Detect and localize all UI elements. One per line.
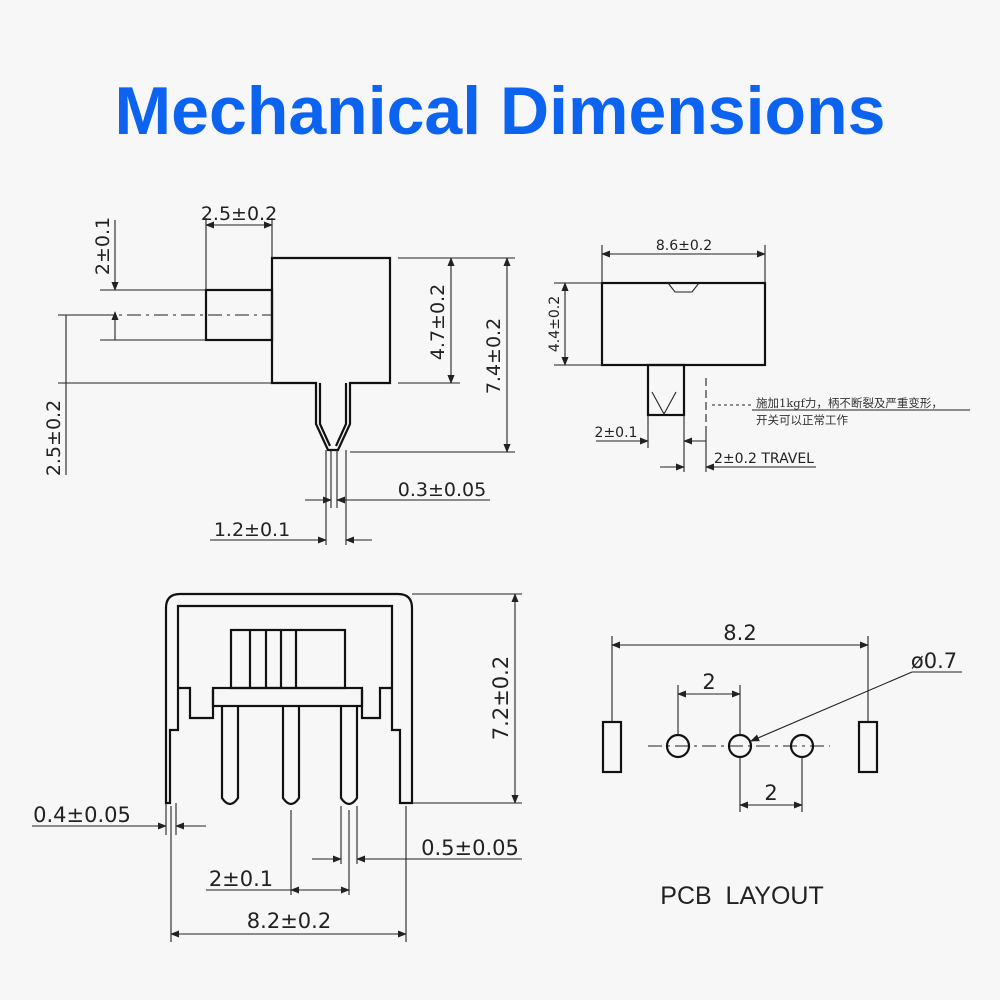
- dim-leg-thickness: 0.4±0.05: [33, 803, 131, 827]
- front-notch: [667, 282, 700, 293]
- front-view: 8.6±0.2 4.4±0.2 2±0.1 2±0.2 TRAVEL 施加1kg…: [547, 238, 970, 472]
- pcb-slot-left: [601, 720, 623, 774]
- front-actuator-v: [651, 391, 677, 416]
- side-view: 2.5±0.2 2±0.1 2.5±0.2 4.7±0.2 7.4±0.2: [43, 203, 515, 545]
- page-title: Mechanical Dimensions: [114, 73, 886, 149]
- side-body-outline: [270, 256, 392, 452]
- pcb-dim-pitch-bottom: 2: [764, 781, 777, 805]
- dim-pin-thickness-bottom: 0.5±0.05: [421, 836, 519, 860]
- bottom-view: 7.2±0.2 0.4±0.05 0.5±0.05 2±0.1: [32, 592, 522, 942]
- pin-1: [220, 706, 240, 806]
- dim-total-height: 7.4±0.2: [483, 318, 505, 394]
- dim-front-width: 8.6±0.2: [656, 238, 712, 254]
- shell-frame: [164, 592, 414, 805]
- dim-travel: 2±0.2 TRAVEL: [714, 451, 814, 467]
- dim-left-top: 2±0.1: [92, 217, 114, 275]
- pin-3: [339, 706, 359, 806]
- pcb-layout-label: PCB LAYOUT: [660, 882, 823, 910]
- pin-2: [281, 706, 301, 806]
- pcb-layout: 8.2 2 2 ø0.7 PCB LAYOUT: [601, 621, 962, 910]
- dim-actuator-width: 2±0.1: [595, 425, 638, 441]
- base-plate: [211, 686, 364, 708]
- dim-front-height: 4.4±0.2: [547, 296, 563, 352]
- dim-top-width: 2.5±0.2: [201, 203, 277, 225]
- dim-left-bottom: 2.5±0.2: [43, 400, 65, 476]
- dim-bottom-height: 7.2±0.2: [489, 656, 513, 740]
- front-body: [600, 281, 767, 367]
- dim-pin-offset: 1.2±0.1: [214, 519, 290, 541]
- pcb-dim-pitch-top: 2: [702, 670, 715, 694]
- bottom-actuator: [229, 628, 347, 690]
- pcb-hole-diameter: ø0.7: [911, 649, 957, 673]
- dim-pin-pitch: 2±0.1: [209, 867, 273, 891]
- dim-body-height: 4.7±0.2: [427, 284, 449, 360]
- front-actuator: [646, 363, 686, 417]
- pcb-dim-width: 8.2: [723, 621, 756, 645]
- front-note-line2: 开关可以正常工作: [756, 413, 848, 427]
- dim-total-width: 8.2±0.2: [247, 909, 331, 933]
- pcb-slot-right: [857, 720, 879, 774]
- dim-pin-thickness: 0.3±0.05: [398, 479, 486, 501]
- side-pin-contour: [318, 383, 348, 447]
- front-note-line1: 施加1kgf力，柄不断裂及严重变形，: [756, 396, 943, 410]
